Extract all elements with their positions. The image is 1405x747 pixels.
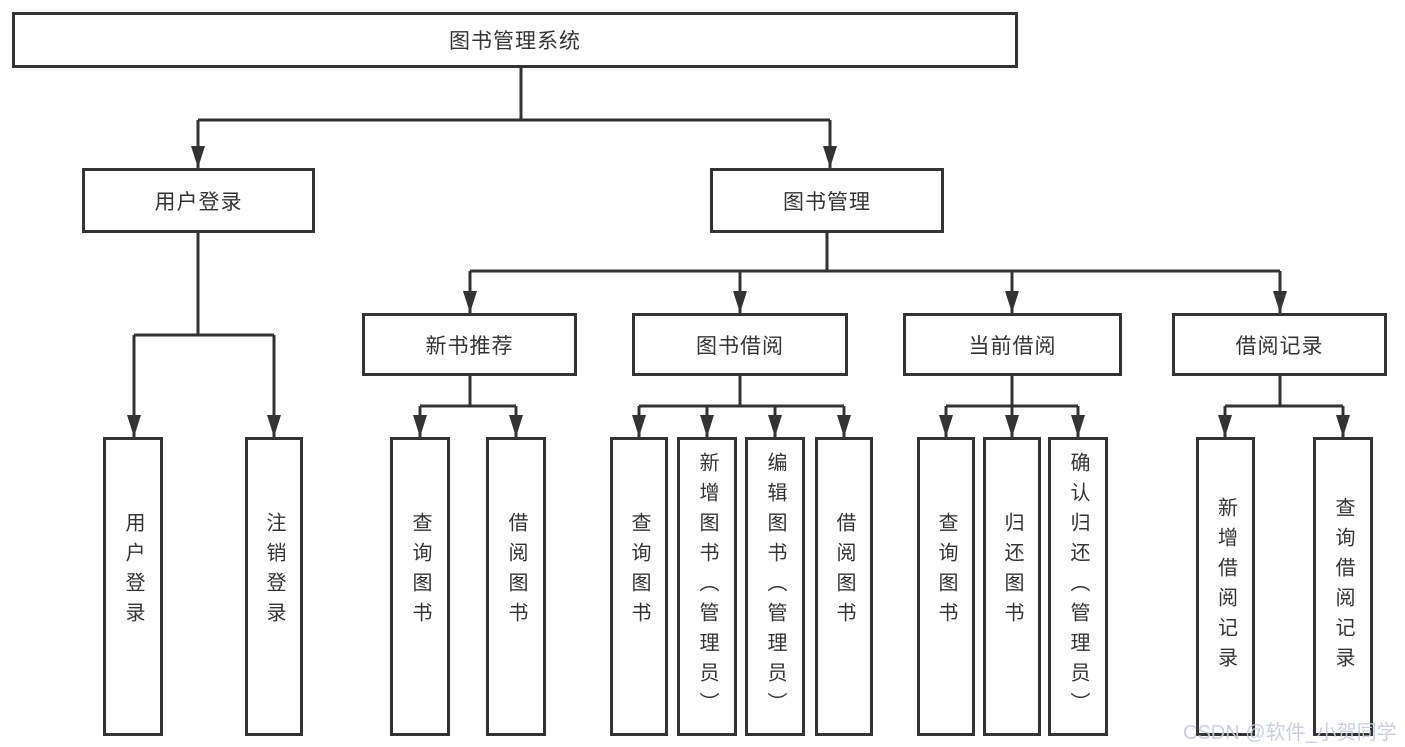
leaf-bb-add-book-admin: 新增图书（管理员）: [677, 437, 737, 736]
node-label: 用户登录: [154, 190, 243, 214]
leaf-br-add-record: 新增借阅记录: [1196, 437, 1255, 736]
leaf-cb-return-books: 归还图书: [983, 437, 1041, 736]
node-label: 编辑图书（管理员）: [764, 451, 786, 722]
node-user-login-branch: 用户登录: [82, 168, 315, 233]
leaf-cb-confirm-return-admin: 确认归还（管理员）: [1048, 437, 1108, 736]
node-label: 借阅图书: [833, 511, 855, 632]
leaf-logout: 注销登录: [245, 437, 303, 736]
node-label: 查询借阅记录: [1332, 496, 1354, 677]
node-current-borrowing: 当前借阅: [903, 313, 1122, 376]
node-label: 图书管理系统: [449, 30, 581, 53]
node-label: 查询图书: [409, 511, 431, 632]
leaf-bb-query-books: 查询图书: [610, 437, 668, 736]
leaf-bb-edit-book-admin: 编辑图书（管理员）: [745, 437, 805, 736]
node-label: 归还图书: [1001, 511, 1023, 632]
leaf-nb-borrow-books: 借阅图书: [486, 437, 546, 736]
node-book-management: 图书管理: [710, 168, 944, 233]
node-label: 图书管理: [783, 190, 871, 214]
node-label: 注销登录: [263, 511, 285, 632]
leaf-cb-query-books: 查询图书: [917, 437, 975, 736]
node-label: 新增图书（管理员）: [696, 451, 718, 722]
node-label: 用户登录: [122, 511, 144, 632]
node-book-borrowing: 图书借阅: [632, 313, 848, 376]
node-label: 查询图书: [935, 511, 957, 632]
csdn-watermark: CSDN @软件_小贺同学: [1183, 722, 1397, 744]
leaf-nb-query-books: 查询图书: [390, 437, 450, 736]
leaf-user-login: 用户登录: [103, 437, 163, 736]
leaf-bb-borrow-books: 借阅图书: [815, 437, 873, 736]
node-label: 图书借阅: [696, 334, 784, 358]
node-label: 借阅图书: [505, 511, 527, 632]
node-label: 确认归还（管理员）: [1067, 451, 1089, 722]
node-label: 新增借阅记录: [1214, 496, 1237, 677]
node-label: 新书推荐: [425, 334, 514, 358]
node-label: 借阅记录: [1235, 334, 1324, 358]
leaf-br-query-record: 查询借阅记录: [1313, 437, 1373, 736]
node-label: 查询图书: [628, 511, 650, 632]
node-borrowing-records: 借阅记录: [1172, 313, 1387, 376]
node-root: 图书管理系统: [12, 12, 1018, 68]
node-label: 当前借阅: [968, 334, 1057, 358]
node-new-book-recommend: 新书推荐: [362, 313, 577, 376]
